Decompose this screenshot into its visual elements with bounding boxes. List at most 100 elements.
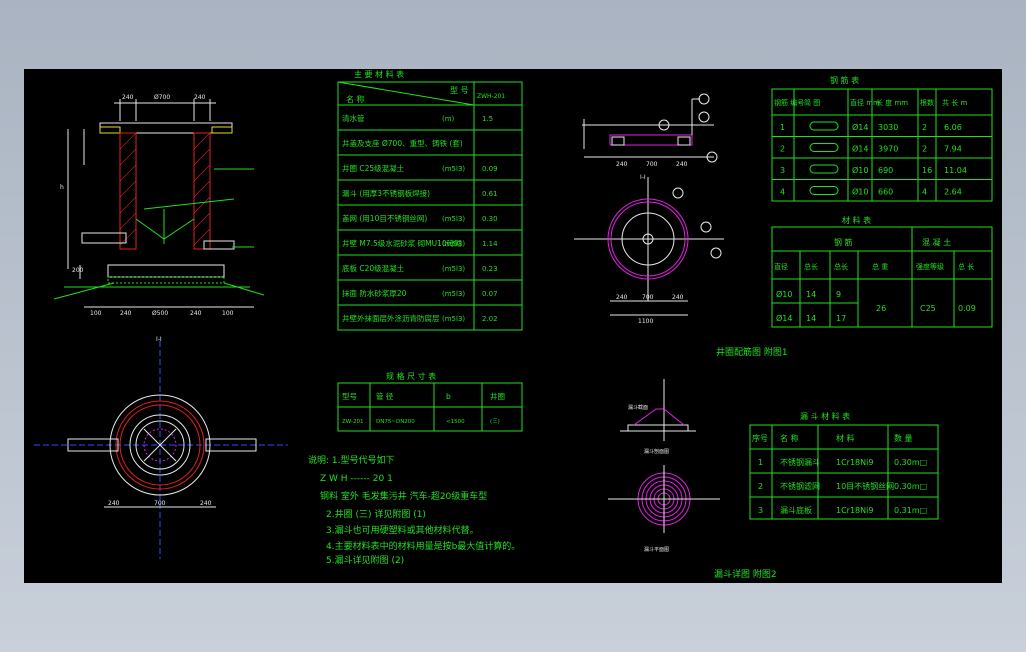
- spec-header: 管 径: [376, 391, 394, 401]
- spec-header: 型号: [342, 392, 357, 401]
- rebar-title: 钢 筋 表: [830, 75, 859, 85]
- fig1-caption: 井圈配筋图 附图1: [716, 346, 788, 358]
- rebar-cell: Ø10: [852, 165, 868, 175]
- svg-text:240: 240: [108, 500, 120, 507]
- materials-row-value: 0.30: [482, 215, 498, 223]
- funnel-cell: 0.30m□: [894, 458, 927, 467]
- svg-text:h: h: [60, 184, 64, 191]
- drawing-canvas[interactable]: 240 Ø700 240 h: [24, 69, 1002, 583]
- rebar-cell: 3030: [878, 123, 898, 132]
- funnel-cell: 0.31m□: [894, 506, 927, 515]
- materials-table: 主 要 材 料 表 名 称 型 号 ZWH-201 清水管(m)1.5井盖及支座…: [337, 69, 523, 331]
- svg-text:240: 240: [676, 161, 688, 168]
- note-1b: Z W H ------ 20 1: [320, 474, 393, 484]
- mat2-volume: 0.09: [958, 304, 976, 313]
- rebar-cell: 690: [878, 166, 893, 175]
- funnel-title: 漏 斗 材 料 表: [800, 411, 850, 421]
- funnel-cell: 10目不锈钢丝网: [836, 481, 894, 491]
- rebar-cell: Ø14: [852, 144, 868, 154]
- svg-text:240: 240: [190, 310, 202, 317]
- materials-row-unit: (m5l3): [442, 215, 465, 223]
- materials-row-name: 盖网 (用10目不锈钢丝网): [342, 213, 427, 223]
- rebar-cell: 2: [780, 145, 785, 154]
- mat2-title: 材 料 表: [842, 215, 871, 225]
- rebar-header: 共 长 m: [942, 98, 967, 107]
- rebar-cell: 4: [780, 188, 785, 197]
- funnel-cell: 1Cr18Ni9: [836, 458, 873, 467]
- svg-text:700: 700: [154, 500, 166, 507]
- fig2-caption: 漏斗详图 附图2: [714, 568, 777, 580]
- cad-drawing: 240 Ø700 240 h: [34, 69, 993, 580]
- ring-rebar-drawing: 240 700 240 I-I 240 700 240 1100 井圈配筋图 附…: [574, 93, 788, 358]
- rebar-cell: 3: [780, 166, 785, 175]
- rebar-header: 根数: [920, 98, 934, 107]
- note-1: 说明: 1.型号代号如下: [308, 454, 394, 466]
- materials-row-value: 2.02: [482, 315, 498, 323]
- materials-row-name: 井盖及支座 Ø700、重型、铸铁 (套): [342, 138, 463, 148]
- funnel-cell: 漏斗底板: [780, 505, 812, 515]
- sec-label-ring: I-I: [640, 174, 646, 181]
- notes: 说明: 1.型号代号如下 Z W H ------ 20 1 钢料 室外 毛发集…: [308, 454, 520, 566]
- materials-row-unit: (m): [442, 115, 455, 123]
- funnel-header: 序号: [752, 433, 768, 443]
- materials-row-name: 清水管: [342, 113, 365, 123]
- materials-row-value: 0.23: [482, 265, 498, 273]
- funnel-header: 名 称: [780, 433, 799, 443]
- svg-text:240: 240: [120, 310, 132, 317]
- rebar-cell: 2: [922, 123, 927, 132]
- materials-row-unit: (m5l3): [442, 165, 465, 173]
- svg-text:240: 240: [616, 294, 628, 301]
- materials-row-unit: (m5l3): [442, 315, 465, 323]
- rebar-shape-sketch: [809, 186, 839, 195]
- funnel-cell: 3: [758, 506, 763, 515]
- dim-240-right: 240: [194, 94, 206, 101]
- mat2-grade: C25: [920, 304, 936, 313]
- mat2-subheader: 总 重: [872, 262, 888, 271]
- materials-model: ZWH-201: [477, 93, 505, 100]
- mat2-subheader: 总 长: [958, 262, 974, 271]
- dim-700-top: Ø700: [154, 94, 170, 101]
- note-4: 4.主要材料表中的材料用量是按b最大值计算的。: [326, 540, 520, 552]
- dim-100-bl: 100: [90, 310, 102, 317]
- mat2-cell: Ø14: [776, 313, 792, 323]
- rebar-cell: 11.04: [944, 166, 967, 175]
- dim-1100: 1100: [638, 318, 653, 325]
- mat2-cell: 14: [806, 290, 816, 299]
- mat2-subheader: 强度等级: [916, 262, 944, 271]
- rebar-header: 简 图: [804, 98, 820, 107]
- rebar-header: 钢筋 编号: [774, 98, 804, 107]
- svg-text:漏斗截面: 漏斗截面: [628, 404, 648, 411]
- funnel-cell: 不锈钢滤网: [780, 481, 820, 491]
- materials-row-value: 1.5: [482, 115, 493, 123]
- funnel-cell: 不锈钢漏斗: [780, 457, 820, 467]
- mat2-cell: 9: [836, 290, 841, 299]
- rebar-cell: Ø14: [852, 122, 868, 132]
- svg-text:700: 700: [646, 161, 658, 168]
- spec-header: b: [446, 392, 451, 401]
- svg-text:100: 100: [222, 310, 234, 317]
- rebar-cell: 2.64: [944, 188, 962, 197]
- materials-title: 主 要 材 料 表: [354, 69, 404, 79]
- mat2-cell: 14: [806, 314, 816, 323]
- svg-text:700: 700: [642, 294, 654, 301]
- mat2-subheader: 直径: [774, 262, 788, 271]
- spec-title: 规 格 尺 寸 表: [386, 371, 436, 381]
- funnel-cell: 1Cr18Ni9: [836, 506, 873, 515]
- materials-row-name: 抹面 防水砂浆厚20: [342, 288, 407, 298]
- spec-cell: DN75~DN200: [376, 419, 415, 425]
- svg-text:240: 240: [672, 294, 684, 301]
- rebar-cell: 3970: [878, 145, 898, 154]
- well-section-view: 240 Ø700 240 h: [53, 94, 265, 317]
- note-2: 2.井圈 (三) 详见附图 (1): [326, 508, 426, 520]
- rebar-shape-sketch: [809, 121, 839, 131]
- funnel-cell: 2: [758, 482, 763, 491]
- rebar-header: 长 度 mm: [876, 98, 908, 107]
- mat2-total: 26: [876, 304, 886, 313]
- rebar-cell: 1: [780, 123, 785, 132]
- mat2-cell: Ø10: [776, 289, 792, 299]
- rebar-cell: 660: [878, 188, 893, 197]
- funnel-header: 材 料: [836, 433, 855, 443]
